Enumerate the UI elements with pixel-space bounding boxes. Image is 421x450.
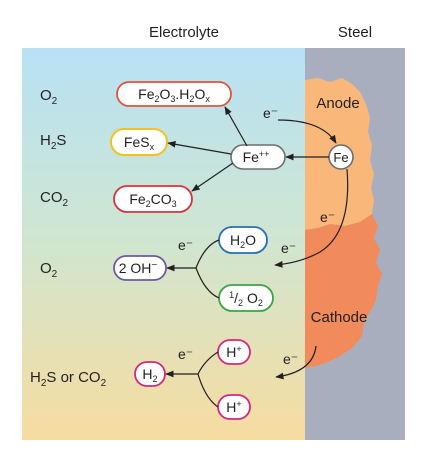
electrolyte-header: Electrolyte	[149, 24, 219, 41]
electron-label-oh: e⁻	[178, 237, 193, 253]
arrow-electron-cathode	[275, 345, 317, 380]
svg-text:Fe++: Fe++	[243, 149, 270, 165]
electron-label-fe-down: e⁻	[320, 209, 335, 225]
anode-label: Anode	[316, 95, 359, 112]
o2-top-label: O2	[40, 87, 58, 107]
fe-plusplus-box: Fe++	[230, 144, 286, 170]
oh-box: 2 OH−	[113, 255, 167, 281]
fe-circle: Fe	[328, 144, 354, 170]
electron-label-h2: e⁻	[178, 346, 193, 362]
cathode-region	[305, 214, 382, 368]
h-plus-top-circle: H+	[217, 339, 251, 365]
svg-text:Fe: Fe	[333, 150, 348, 165]
cathode-label: Cathode	[311, 309, 368, 326]
svg-text:H2O: H2O	[230, 232, 256, 250]
arrow-fe-to-fe2co3	[191, 162, 234, 192]
fe2o3-box: Fe2O3.H2Ox	[116, 81, 232, 107]
branch-half-o2	[195, 267, 220, 299]
svg-text:H+: H+	[226, 399, 241, 415]
arrow-fe-to-fesx	[167, 140, 232, 155]
arrow-electron-fe-down	[274, 168, 349, 268]
svg-text:2 OH−: 2 OH−	[119, 260, 158, 276]
arrow-fe-to-fe2o3	[224, 106, 248, 147]
h-plus-bottom-circle: H+	[217, 394, 251, 420]
electron-label-h2o: e⁻	[281, 240, 296, 256]
co2-label: CO2	[40, 189, 69, 209]
arrow-electron-anode	[277, 119, 337, 144]
fesx-box: FeSx	[110, 128, 168, 156]
h2s-or-co2-label: H2S or CO2	[30, 369, 107, 389]
svg-text:Fe2O3.H2Ox: Fe2O3.H2Ox	[138, 86, 210, 104]
branch-h2o	[195, 239, 220, 269]
h2s-label: H2S	[40, 132, 66, 152]
svg-text:H2: H2	[142, 366, 157, 384]
half-o2-box: 1/2 O2	[218, 284, 274, 312]
electron-label-cathode: e⁻	[283, 351, 298, 367]
svg-text:FeSx: FeSx	[124, 134, 155, 152]
steel-header: Steel	[338, 24, 372, 41]
h2-circle: H2	[134, 361, 166, 387]
branch-hplus-top	[197, 351, 219, 375]
svg-text:Fe2CO3: Fe2CO3	[129, 191, 176, 209]
o2-mid-label: O2	[40, 260, 58, 280]
svg-text:H+: H+	[226, 344, 241, 360]
electron-label-anode: e⁻	[263, 105, 278, 121]
branch-hplus-bottom	[197, 373, 219, 408]
fe2co3-box: Fe2CO3	[113, 185, 193, 213]
svg-text:1/2 O2: 1/2 O2	[229, 290, 263, 308]
h2o-box: H2O	[218, 226, 268, 254]
